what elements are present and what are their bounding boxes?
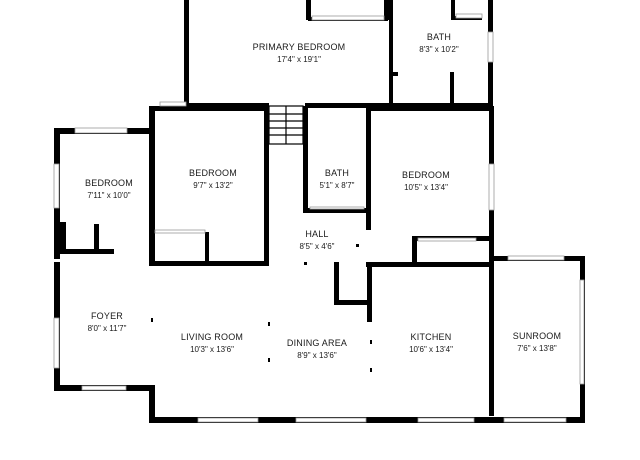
window <box>295 417 367 423</box>
room-dimensions: 8'3" x 10'2" <box>419 45 459 54</box>
room-label-living-room: LIVING ROOM 10'3" x 13'6" <box>181 332 243 354</box>
window <box>417 417 475 423</box>
window <box>488 163 495 211</box>
room-dimensions: 17'4" x 19'1" <box>277 55 321 64</box>
bath-door <box>309 206 365 210</box>
window <box>507 255 565 261</box>
window <box>487 31 494 63</box>
room-dimensions: 9'7" x 13'2" <box>193 181 233 190</box>
stairs <box>268 105 304 145</box>
room-name: BEDROOM <box>402 170 450 180</box>
window <box>53 317 60 369</box>
room-dimensions: 10'5" x 13'4" <box>404 183 448 192</box>
room-name: SUNROOM <box>513 331 561 341</box>
room-dimensions: 10'6" x 13'4" <box>409 345 453 354</box>
room-name: BATH <box>325 168 349 178</box>
room-name: BEDROOM <box>85 178 133 188</box>
room-dimensions: 7'11" x 10'0" <box>87 191 130 200</box>
room-name: KITCHEN <box>411 332 452 342</box>
windows <box>53 13 585 423</box>
closet-door <box>417 237 477 242</box>
window <box>81 385 127 391</box>
room-label-bedroom-right: BEDROOM 10'5" x 13'4" <box>402 170 450 192</box>
window <box>53 163 60 209</box>
room-label-sunroom: SUNROOM 7'6" x 13'8" <box>513 331 561 353</box>
room-label-hall: HALL 8'5" x 4'6" <box>300 229 335 251</box>
closet-door <box>154 229 206 234</box>
room-label-foyer: FOYER 8'0" x 11'7" <box>88 311 127 333</box>
window <box>159 101 187 107</box>
room-name: HALL <box>305 229 328 239</box>
window <box>74 127 128 134</box>
room-label-bedroom-left: BEDROOM 7'11" x 10'0" <box>85 178 133 200</box>
room-dimensions: 8'5" x 4'6" <box>300 242 335 251</box>
room-label-bath-mid: BATH 5'1" x 8'7" <box>320 168 355 190</box>
room-label-dining-area: DINING AREA 8'9" x 13'6" <box>287 338 347 360</box>
window <box>579 279 585 385</box>
room-name: FOYER <box>91 311 123 321</box>
room-name: BATH <box>427 32 451 42</box>
opening-markers <box>151 244 494 372</box>
room-name: BEDROOM <box>189 168 237 178</box>
room-name: DINING AREA <box>287 338 347 348</box>
window <box>197 417 259 423</box>
room-dimensions: 8'9" x 13'6" <box>297 351 337 360</box>
room-dimensions: 10'3" x 13'6" <box>190 345 234 354</box>
window <box>311 15 385 21</box>
room-label-primary-bedroom: PRIMARY BEDROOM 17'4" x 19'1" <box>253 42 346 64</box>
window <box>503 417 567 423</box>
room-name: PRIMARY BEDROOM <box>253 42 346 52</box>
room-dimensions: 5'1" x 8'7" <box>320 181 355 190</box>
room-dimensions: 8'0" x 11'7" <box>88 324 127 333</box>
room-label-bedroom-center: BEDROOM 9'7" x 13'2" <box>189 168 237 190</box>
window <box>455 13 483 19</box>
room-label-kitchen: KITCHEN 10'6" x 13'4" <box>409 332 453 354</box>
room-label-bath-upper: BATH 8'3" x 10'2" <box>419 32 459 54</box>
room-name: LIVING ROOM <box>181 332 243 342</box>
room-dimensions: 7'6" x 13'8" <box>517 344 557 353</box>
